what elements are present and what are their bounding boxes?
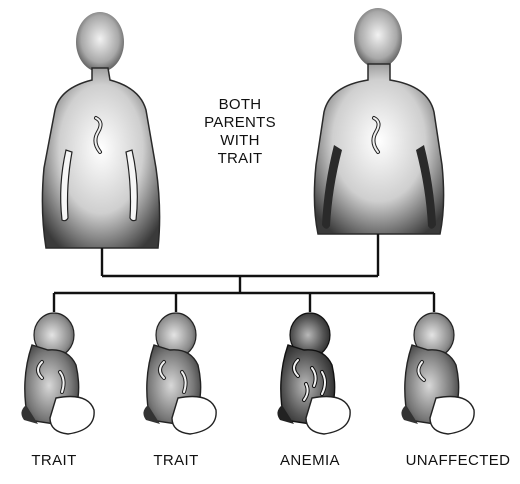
caption-line-3: WITH: [190, 132, 290, 150]
right-parent-figure: [314, 8, 443, 234]
child-4-label: UNAFFECTED: [398, 452, 518, 469]
right-parent-head: [354, 8, 402, 68]
child-1-figure: [21, 313, 94, 434]
child-3-figure: [277, 313, 350, 434]
left-parent-figure: [42, 12, 159, 248]
caption-line-2: PARENTS: [190, 114, 290, 132]
caption-line-4: TRAIT: [190, 150, 290, 168]
caption-line-1: BOTH: [190, 96, 290, 114]
child-3-label: ANEMIA: [250, 452, 370, 469]
left-parent-head: [76, 12, 124, 72]
child-2-figure: [143, 313, 216, 434]
child-2-label: TRAIT: [116, 452, 236, 469]
child-4-figure: [401, 313, 474, 434]
left-parent-body: [42, 68, 159, 248]
child-1-label: TRAIT: [0, 452, 114, 469]
center-caption: BOTH PARENTS WITH TRAIT: [190, 96, 290, 168]
